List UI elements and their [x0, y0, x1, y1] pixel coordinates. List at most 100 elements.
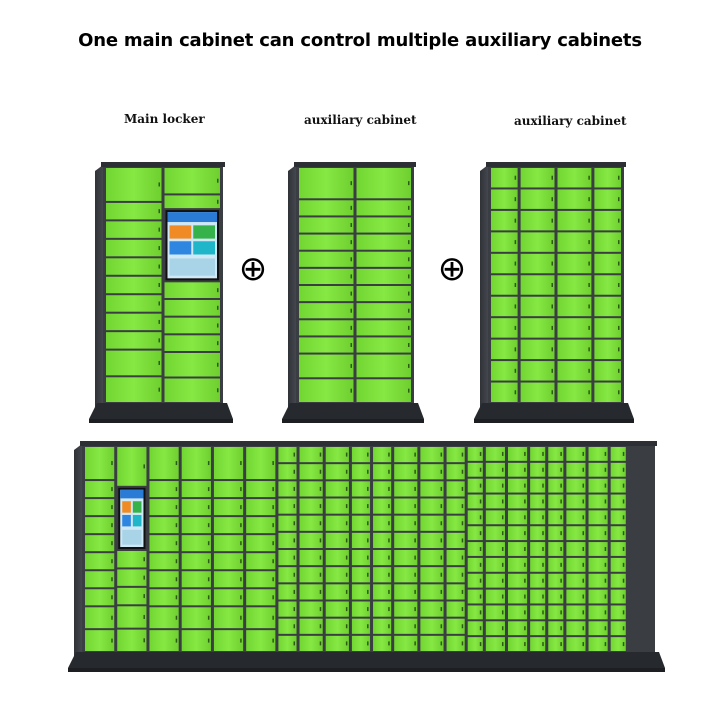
door-lock [388, 572, 390, 577]
cabinet-side [288, 165, 296, 409]
locker-door [566, 589, 586, 604]
door-lock [408, 308, 410, 313]
locker-door [420, 618, 444, 634]
door-lock [622, 531, 625, 536]
door-lock [461, 486, 464, 491]
door-lock [207, 541, 210, 546]
door-lock [560, 467, 562, 472]
door-lock [217, 362, 219, 367]
door-lock [524, 547, 526, 551]
door-lock [207, 523, 210, 528]
door-lock [143, 464, 145, 469]
locker-door [351, 532, 371, 548]
locker-door [520, 318, 555, 338]
locker-door [373, 584, 392, 600]
door-lock [560, 515, 562, 520]
door-lock [345, 572, 348, 577]
locker-door [299, 481, 323, 497]
door-lock [240, 615, 242, 620]
locker-door [106, 377, 162, 402]
door-lock [175, 487, 178, 492]
door-lock [588, 283, 590, 287]
door-lock [350, 274, 352, 279]
locker-door [530, 589, 546, 604]
locker-door [566, 621, 586, 636]
locker-door [85, 499, 115, 516]
door-lock [272, 615, 274, 620]
door-lock [414, 504, 416, 509]
door-lock [350, 291, 352, 296]
door-lock [618, 304, 620, 309]
locker-door [85, 589, 115, 606]
locker-door [467, 573, 483, 588]
locker-door [213, 535, 244, 552]
locker-door [373, 567, 392, 583]
cabinet-side [95, 165, 103, 409]
locker-door [351, 584, 371, 600]
door-lock [440, 555, 443, 560]
door-lock [440, 538, 443, 543]
locker-door [181, 553, 211, 570]
screen-tile [122, 501, 131, 513]
screen-header [120, 489, 144, 499]
door-lock [542, 626, 544, 631]
door-lock [440, 607, 443, 612]
locker-door [373, 498, 392, 514]
door-lock [367, 624, 369, 629]
locker-door [181, 571, 211, 588]
door-lock [560, 451, 562, 456]
locker-door [181, 481, 211, 498]
door-lock [350, 308, 352, 313]
door-lock [408, 274, 410, 279]
door-lock [293, 486, 296, 491]
door-lock [560, 610, 562, 615]
door-lock [217, 305, 219, 310]
door-lock [158, 246, 160, 251]
locker-door [588, 573, 608, 588]
door-lock [604, 578, 607, 583]
door-lock [345, 641, 348, 646]
door-lock [551, 218, 553, 223]
door-lock [350, 325, 352, 330]
locker-door [530, 478, 546, 493]
door-lock [388, 624, 390, 629]
door-lock [240, 638, 242, 643]
locker-door [594, 210, 621, 231]
door-lock [582, 610, 585, 615]
locker-door [356, 268, 411, 284]
locker-door [485, 621, 505, 636]
door-lock [551, 390, 553, 395]
locker-door [557, 189, 592, 209]
locker-door [485, 573, 505, 588]
door-lock [618, 368, 620, 373]
door-lock [560, 626, 562, 631]
locker-door [548, 621, 564, 636]
door-lock [479, 610, 482, 615]
locker-door [491, 210, 518, 231]
locker-door [557, 210, 592, 231]
locker-door [299, 320, 354, 336]
locker-door [373, 618, 392, 634]
door-lock [207, 505, 210, 510]
door-lock [240, 461, 242, 466]
locker-door [588, 605, 608, 620]
locker-door [351, 601, 371, 617]
locker-door [299, 354, 354, 378]
door-lock [622, 547, 625, 551]
door-lock [143, 557, 145, 562]
locker-door [446, 464, 465, 480]
locker-door [467, 605, 483, 620]
locker-door [520, 296, 555, 317]
door-lock [479, 562, 482, 567]
door-lock [551, 347, 553, 352]
door-lock [111, 523, 113, 528]
locker-door [278, 481, 297, 497]
locker-door [106, 295, 162, 312]
door-lock [622, 467, 625, 472]
door-lock [542, 531, 544, 536]
locker-door [566, 478, 586, 493]
locker-door [246, 447, 276, 480]
door-lock [588, 325, 590, 330]
locker-door [325, 464, 349, 480]
